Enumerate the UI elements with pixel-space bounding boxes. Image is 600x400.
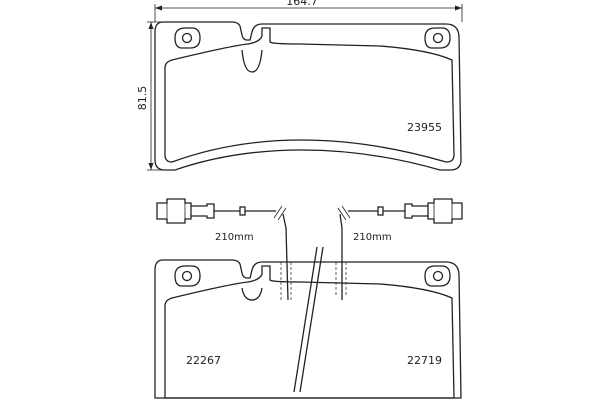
left-wear-sensor: 210mm [156, 198, 289, 301]
left-cable-length: 210mm [215, 232, 254, 243]
top-brake-pad: 23955 [154, 21, 462, 171]
height-dimension: 81.5 [136, 21, 172, 171]
right-cable-length: 210mm [353, 232, 392, 243]
width-dimension: 164.7 [154, 0, 463, 22]
bottom-right-number: 22719 [407, 354, 442, 367]
bottom-brake-pad: 22267 22719 [154, 259, 462, 399]
break-line [293, 246, 324, 393]
bottom-left-number: 22267 [186, 354, 221, 367]
width-dimension-label: 164.7 [286, 0, 318, 8]
right-wear-sensor: 210mm [337, 198, 463, 300]
top-pad-number: 23955 [407, 121, 442, 134]
height-dimension-label: 81.5 [136, 86, 149, 111]
